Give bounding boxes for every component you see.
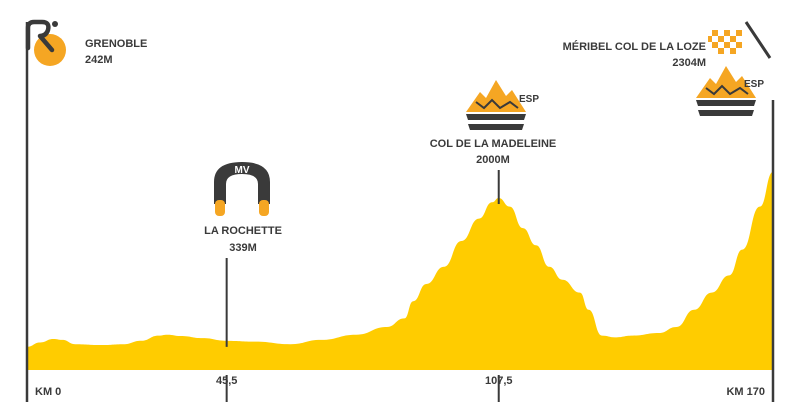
start-altitude: 242M xyxy=(85,54,113,66)
start-name: GRENOBLE xyxy=(85,38,147,50)
x-tick-label-0: KM 0 xyxy=(35,386,61,398)
waypoint-stems xyxy=(225,170,500,347)
sprint-name: LA ROCHETTE xyxy=(204,225,282,237)
finish-name: MÉRIBEL COL DE LA LOZE xyxy=(563,40,706,53)
climb-name: COL DE LA MADELEINE xyxy=(430,138,557,150)
finish-badge: ESP xyxy=(744,79,764,90)
finish-altitude: 2304M xyxy=(672,57,706,69)
mountain-climb-icon xyxy=(466,80,526,130)
sprint-badge: MV xyxy=(235,165,250,176)
start-logo-icon xyxy=(25,19,66,66)
x-tick-label-1: 45,5 xyxy=(216,375,237,387)
x-tick-label-2: 107,5 xyxy=(485,375,513,387)
checkered-flag-icon xyxy=(708,21,772,59)
x-axis-ticks: KM 0 45,5 107,5 KM 170 xyxy=(35,375,765,402)
mountain-finish-icon xyxy=(696,66,756,116)
sprint-arch-icon: MV xyxy=(214,162,270,216)
elevation-profile-area xyxy=(27,171,773,370)
climb-badge: ESP xyxy=(519,94,539,105)
sprint-altitude: 339M xyxy=(229,242,257,254)
climb-altitude: 2000M xyxy=(476,154,510,166)
x-tick-label-3: KM 170 xyxy=(726,386,765,398)
